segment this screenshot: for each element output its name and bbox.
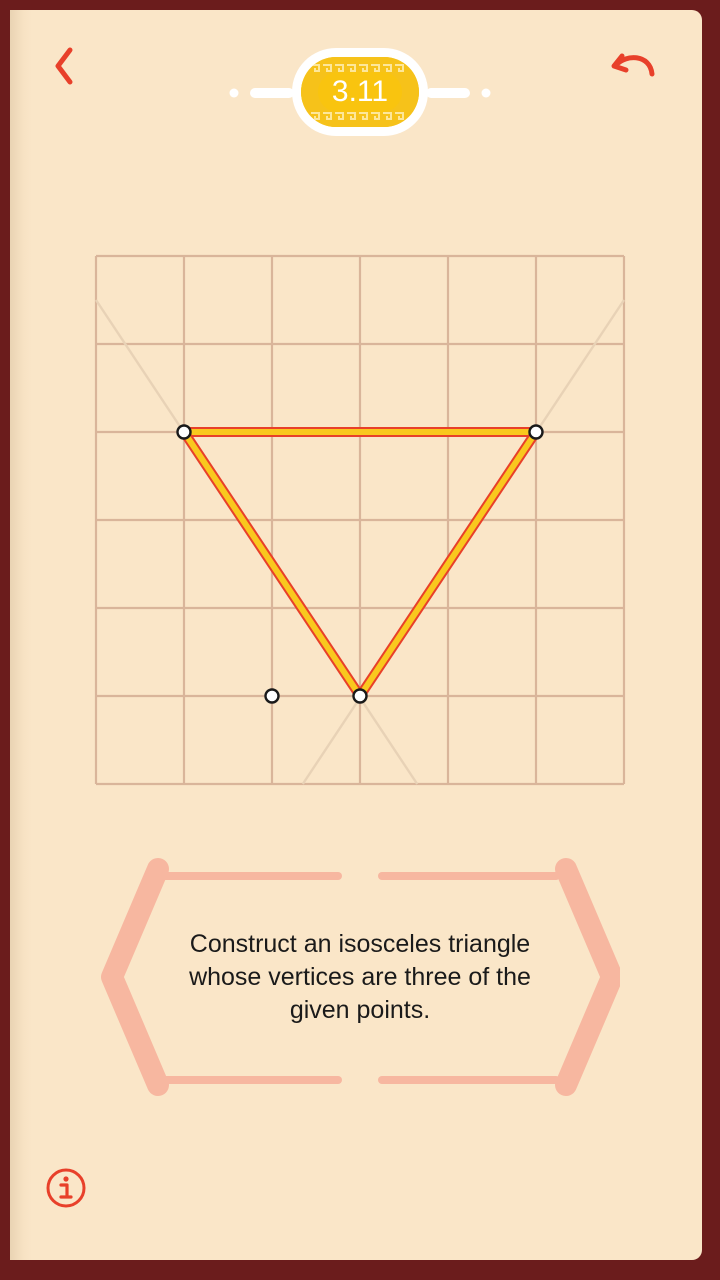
info-button[interactable] xyxy=(44,1166,88,1210)
chevron-left-icon xyxy=(55,47,73,85)
info-circle-icon xyxy=(46,1168,86,1208)
triangle-side xyxy=(179,427,365,701)
back-button[interactable] xyxy=(44,44,88,88)
undo-button[interactable] xyxy=(608,44,660,88)
level-progress-track xyxy=(228,86,492,100)
book-spine xyxy=(10,10,32,1260)
grid-point[interactable] xyxy=(352,688,368,704)
triangle-side xyxy=(355,427,541,701)
grid-points xyxy=(176,424,544,704)
level-number: 3.11 xyxy=(318,72,402,112)
grid-point[interactable] xyxy=(264,688,280,704)
undo-arrow-icon xyxy=(611,53,655,77)
grid-point[interactable] xyxy=(176,424,192,440)
instruction-text: Construct an isosceles triangle whose ve… xyxy=(189,930,531,1024)
constructed-segments xyxy=(179,427,541,701)
triangle-side-fill xyxy=(181,429,363,699)
grid xyxy=(94,254,626,786)
triangle-side-fill xyxy=(357,429,539,699)
instruction-panel xyxy=(100,855,623,1100)
grid-point[interactable] xyxy=(528,424,544,440)
